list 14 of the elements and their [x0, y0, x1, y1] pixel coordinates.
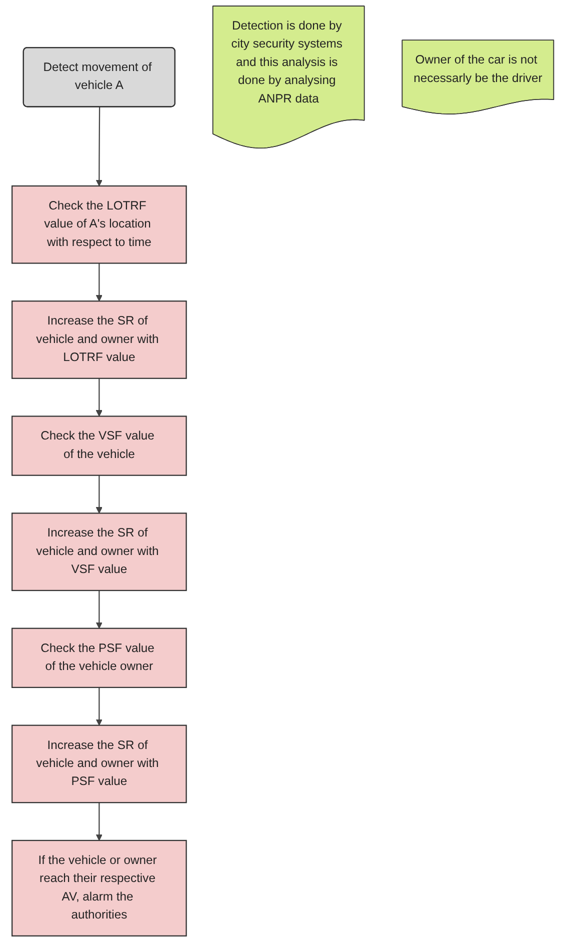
node-box: Check the PSF value of the vehicle owner [11, 628, 186, 688]
arrow [95, 802, 102, 841]
node-box: Increase the SR of vehicle and owner with LOTRF value [11, 300, 186, 379]
arrow [95, 687, 102, 726]
node-box: Increase the SR of vehicle and owner with VSF value [11, 512, 186, 592]
arrow [95, 378, 102, 417]
node-box: If the vehicle or owner reach their respective AV, alarm the authorities [11, 840, 186, 936]
node-box: Increase the SR of vehicle and owner with PSF value [11, 724, 186, 804]
node-box: Check the LOTRF value of A's location with respect to time [11, 185, 186, 264]
arrow [95, 263, 102, 302]
node-box: Check the VSF value of the vehicle [11, 416, 186, 476]
arrow [95, 475, 102, 514]
arrow [95, 107, 102, 186]
arrow [95, 590, 102, 629]
